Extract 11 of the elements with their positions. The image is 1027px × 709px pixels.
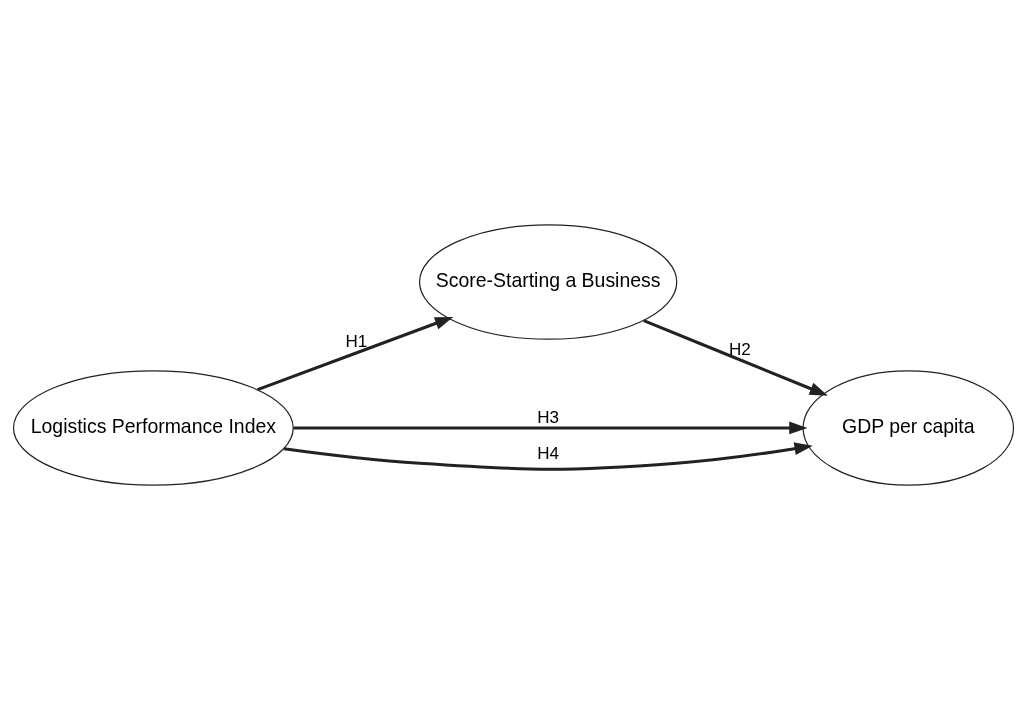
edge-label: H2 (728, 339, 751, 359)
arrow (283, 441, 813, 471)
node-ellipse: Logistics Performance Index (12, 369, 294, 486)
arrow (643, 318, 828, 396)
edge-label: H4 (537, 443, 560, 463)
node-ellipse: Score-Starting a Business (418, 223, 678, 340)
node-ellipse: GDP per capita (802, 369, 1015, 486)
edge-label: H3 (537, 407, 560, 427)
arrow (257, 316, 454, 391)
edge-label: H1 (345, 331, 368, 351)
arrow (293, 421, 808, 434)
